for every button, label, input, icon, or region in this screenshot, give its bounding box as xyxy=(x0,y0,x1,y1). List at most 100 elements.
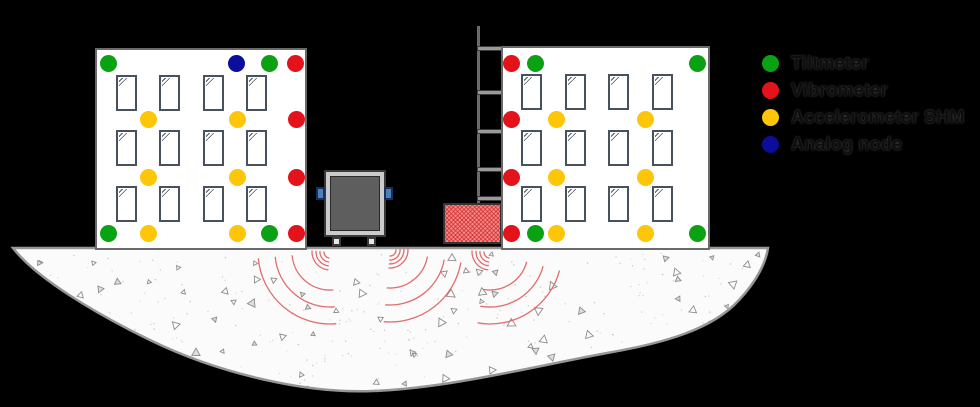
wave-arc-0 xyxy=(291,255,334,291)
wave-arc-0 xyxy=(257,258,337,325)
wave-arc-2 xyxy=(471,250,489,271)
sensor-accelerometer-shm xyxy=(636,110,654,128)
ladder-rung xyxy=(477,167,503,172)
concrete-triangle xyxy=(477,286,488,296)
sensor-tiltmeter xyxy=(526,224,544,242)
sensor-tiltmeter xyxy=(99,224,117,242)
legend-label: Accelerometer SHM xyxy=(791,107,965,127)
concrete-triangle xyxy=(751,383,759,390)
sensor-accelerometer-shm xyxy=(547,110,565,128)
concrete-triangle xyxy=(729,370,736,378)
sensor-vibrometer xyxy=(502,110,520,128)
concrete-triangle xyxy=(304,303,312,310)
concrete-triangle xyxy=(94,355,102,362)
building-window xyxy=(203,75,224,111)
building-window xyxy=(565,186,586,222)
machine-body xyxy=(330,176,380,231)
wave-arc-2 xyxy=(479,251,490,263)
building-window xyxy=(608,74,629,110)
concrete-triangle xyxy=(538,334,548,344)
concrete-triangle xyxy=(599,363,606,370)
concrete-triangle xyxy=(253,275,262,284)
wave-arc-2 xyxy=(477,270,561,325)
concrete-triangle xyxy=(674,295,681,303)
sensor-accelerometer-shm xyxy=(636,168,654,186)
building-window xyxy=(246,130,267,166)
concrete-triangle xyxy=(692,360,702,369)
concrete-triangle xyxy=(372,378,380,385)
wave-arc-0 xyxy=(319,251,330,263)
sensor-vibrometer xyxy=(502,54,520,72)
building-window xyxy=(521,130,542,166)
legend-item-analog-node: Analog node xyxy=(762,131,964,158)
concrete-triangle xyxy=(220,286,229,295)
concrete-triangle xyxy=(462,266,470,274)
legend-item-tiltmeter: Tiltmeter xyxy=(762,50,964,77)
tiltmeter-swatch-icon xyxy=(762,55,779,72)
wave-arc-0 xyxy=(323,251,330,259)
concrete-triangle xyxy=(76,290,84,299)
building-window xyxy=(652,130,673,166)
building-window xyxy=(521,74,542,110)
concrete-triangle xyxy=(230,299,237,306)
concrete-triangle xyxy=(401,380,408,387)
sensor-vibrometer xyxy=(286,54,304,72)
concrete-triangle xyxy=(439,270,448,278)
sensor-tiltmeter xyxy=(99,54,117,72)
wave-arc-0 xyxy=(311,250,329,271)
concrete-triangle xyxy=(377,316,385,323)
concrete-triangle xyxy=(527,342,534,349)
concrete-triangle xyxy=(438,317,448,328)
analog-node-swatch-icon xyxy=(762,136,779,153)
building-window xyxy=(116,130,137,166)
building-window xyxy=(652,74,673,110)
concrete-triangle xyxy=(491,290,500,299)
legend-label: Tiltmeter xyxy=(791,53,869,73)
machine-leg xyxy=(367,237,376,246)
building-window xyxy=(246,186,267,222)
concrete-triangle xyxy=(532,367,540,375)
concrete-triangle xyxy=(741,357,747,364)
sensor-accelerometer-shm xyxy=(547,224,565,242)
concrete-triangle xyxy=(697,329,705,338)
building-window xyxy=(159,75,180,111)
concrete-triangle xyxy=(708,255,715,261)
wave-arc-0 xyxy=(274,256,335,308)
building-window xyxy=(203,130,224,166)
concrete-triangle xyxy=(531,347,540,356)
concrete-triangle xyxy=(491,269,499,277)
concrete-triangle xyxy=(688,305,698,314)
concrete-triangle xyxy=(37,259,43,267)
concrete-triangle xyxy=(533,307,544,317)
concrete-triangle xyxy=(219,348,225,355)
concrete-triangle xyxy=(727,280,738,290)
sensor-tiltmeter xyxy=(260,224,278,242)
building-window xyxy=(246,75,267,111)
concrete-triangle xyxy=(754,251,761,258)
concrete-triangle xyxy=(708,329,719,339)
ladder-rail xyxy=(477,26,480,203)
sensor-tiltmeter xyxy=(526,54,544,72)
concrete-triangle xyxy=(723,303,729,310)
sensor-vibrometer xyxy=(502,224,520,242)
wave-arc-1 xyxy=(389,249,397,257)
legend-item-accelerometer-shm: Accelerometer SHM xyxy=(762,104,964,131)
wave-arc-1 xyxy=(389,249,401,261)
concrete-triangle xyxy=(270,277,278,285)
wave-arc-1 xyxy=(388,248,405,265)
sensor-accelerometer-shm xyxy=(228,168,246,186)
sensor-tiltmeter xyxy=(260,54,278,72)
legend-label: Vibrometer xyxy=(791,80,888,100)
concrete-triangle xyxy=(705,360,712,367)
concrete-triangle xyxy=(479,298,485,305)
concrete-triangle xyxy=(506,317,517,327)
concrete-triangle xyxy=(171,321,181,331)
ladder-rung xyxy=(477,46,503,51)
concrete-triangle xyxy=(299,291,306,298)
concrete-triangle xyxy=(568,376,575,384)
concrete-triangle xyxy=(91,260,97,267)
sensor-accelerometer-shm xyxy=(636,224,654,242)
concrete-triangle xyxy=(180,288,187,295)
wave-arc-1 xyxy=(388,248,409,269)
